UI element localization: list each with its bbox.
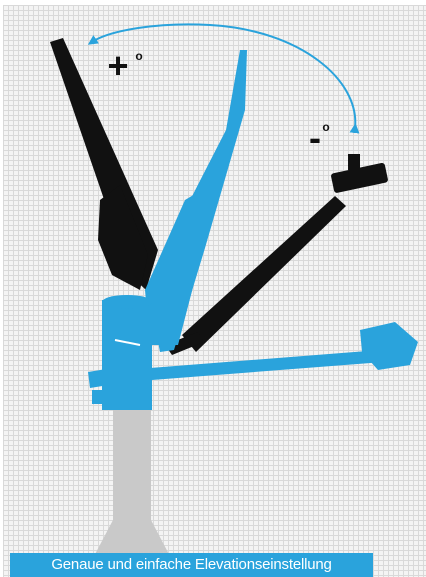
black-gun-raised xyxy=(50,38,158,290)
stand-post xyxy=(92,405,172,560)
plus-label: + xyxy=(107,45,128,86)
elevation-arc-arrow xyxy=(87,23,360,134)
blue-gun-body xyxy=(88,50,418,410)
caption-banner: Genaue und einfache Elevationseinstellun… xyxy=(10,553,373,577)
plus-degree-symbol: o xyxy=(135,49,142,63)
black-gun-lowered xyxy=(165,154,388,355)
minus-label: - xyxy=(309,117,321,158)
minus-degree-symbol: o xyxy=(322,120,329,134)
